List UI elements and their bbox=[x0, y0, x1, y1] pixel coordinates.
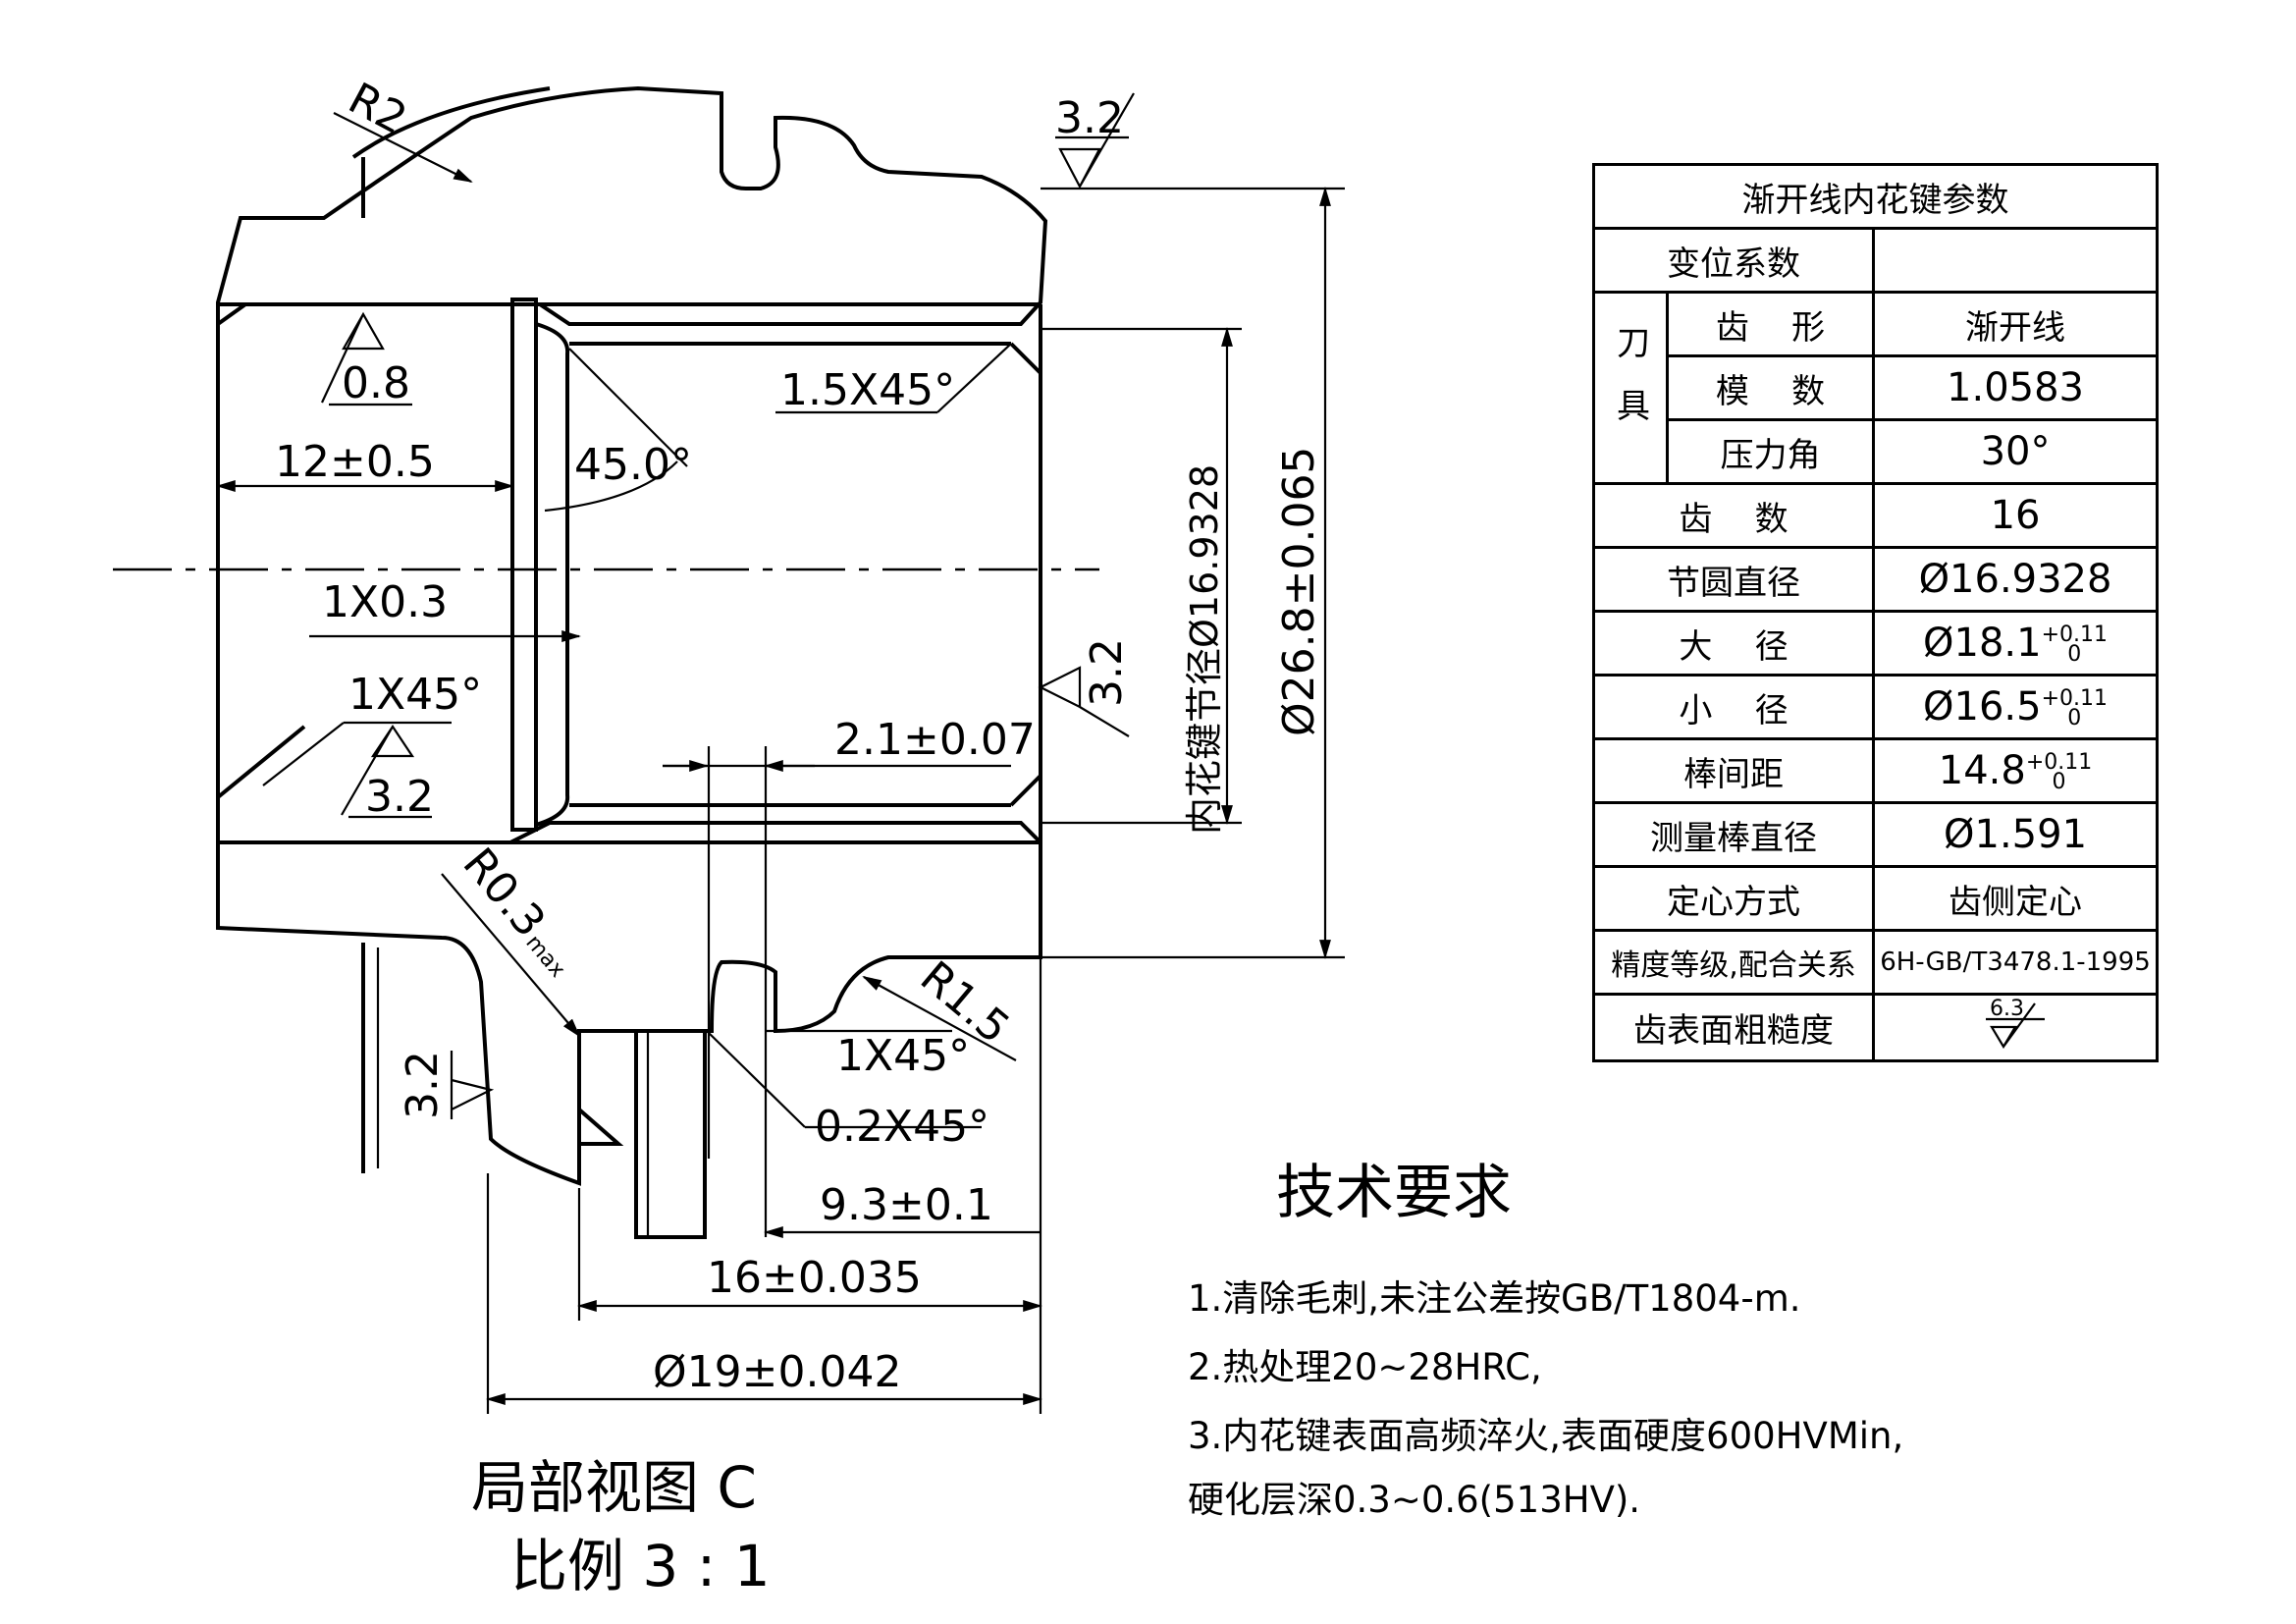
row-label: 模 数 bbox=[1666, 354, 1875, 421]
table-row: 测量棒直径 Ø1.591 bbox=[1592, 801, 2160, 868]
dim-21: 2.1±0.07 bbox=[834, 715, 1036, 765]
table-row: 模 数 1.0583 bbox=[1594, 354, 2160, 421]
table-row: 精度等级,配合关系 6H-GB/T3478.1-1995 bbox=[1592, 929, 2160, 996]
dim-outer-dia: Ø26.8±0.065 bbox=[1274, 447, 1324, 736]
row-label: 节圆直径 bbox=[1592, 546, 1875, 613]
view-scale: 比例 3 : 1 bbox=[510, 1533, 771, 1599]
row-label: 齿 数 bbox=[1592, 482, 1875, 549]
tol-lower: 0 bbox=[2067, 642, 2082, 667]
requirement-1: 1.清除毛刺,未注公差按GB/T1804-m. bbox=[1188, 1277, 1801, 1320]
view-title: 局部视图 C bbox=[471, 1454, 757, 1521]
rough-08-label: 0.8 bbox=[342, 358, 410, 408]
rough-32-left: 3.2 bbox=[365, 772, 434, 822]
dim-19: Ø19±0.042 bbox=[653, 1347, 901, 1397]
value-main: 14.8 bbox=[1938, 748, 2026, 793]
lower-wall bbox=[216, 821, 1042, 1186]
row-value: Ø16.9328 bbox=[1871, 546, 2160, 613]
row-value: Ø1.591 bbox=[1871, 801, 2160, 868]
dim-chamfer15: 1.5X45° bbox=[780, 365, 955, 415]
table-row: 齿表面粗糙度 6.3 bbox=[1592, 993, 2160, 1062]
row-value: 渐开线 bbox=[1871, 291, 2160, 357]
row-value: 16 bbox=[1871, 482, 2160, 549]
row-label: 齿 形 bbox=[1666, 291, 1875, 357]
row-value: 30° bbox=[1871, 418, 2160, 485]
group-label-tool: 刀具 bbox=[1592, 291, 1669, 485]
dim-1x03: 1X0.3 bbox=[322, 577, 448, 627]
table-row: 齿 数 16 bbox=[1592, 482, 2160, 549]
row-value: 1.0583 bbox=[1871, 354, 2160, 421]
requirement-4: 硬化层深0.3~0.6(513HV). bbox=[1188, 1479, 1640, 1521]
row-label: 棒间距 bbox=[1592, 737, 1875, 804]
dim-1x45-bottom: 1X45° bbox=[836, 1031, 970, 1081]
dim-16: 16±0.035 bbox=[707, 1253, 922, 1303]
row-label: 定心方式 bbox=[1592, 865, 1875, 932]
spline-parameter-table: 渐开线内花键参数 变位系数 刀具 齿 形 渐开线 模 数 1.0583 压力角 … bbox=[1591, 163, 2160, 1062]
dim-1x45: 1X45° bbox=[348, 670, 482, 720]
table-row: 变位系数 bbox=[1592, 227, 2160, 294]
requirement-2: 2.热处理20~28HRC, bbox=[1188, 1346, 1542, 1388]
requirement-3: 3.内花键表面高频淬火,表面硬度600HVMin, bbox=[1188, 1415, 1903, 1457]
dim-pitch-dia: 内花键节径Ø16.9328 bbox=[1183, 464, 1226, 835]
technical-requirements: 技术要求 1.清除毛刺,未注公差按GB/T1804-m. 2.热处理20~28H… bbox=[1188, 1159, 1903, 1521]
row-label: 小 径 bbox=[1592, 674, 1875, 740]
row-value: 6.3 bbox=[1871, 993, 2160, 1062]
row-label: 齿表面粗糙度 bbox=[1592, 993, 1875, 1062]
tol-lower: 0 bbox=[2052, 770, 2066, 794]
table-row: 节圆直径 Ø16.9328 bbox=[1592, 546, 2160, 613]
rough-top-label: 3.2 bbox=[1055, 93, 1124, 143]
row-label: 变位系数 bbox=[1592, 227, 1875, 294]
table-row: 压力角 30° bbox=[1594, 418, 2160, 485]
roughness-symbol: 6.3 bbox=[1986, 997, 2046, 1050]
row-label: 大 径 bbox=[1592, 610, 1875, 677]
row-value: 6H-GB/T3478.1-1995 bbox=[1871, 929, 2160, 996]
dim-12: 12±0.5 bbox=[275, 437, 435, 487]
rough-32-bottom: 3.2 bbox=[398, 1051, 448, 1119]
tol-upper: +0.11 bbox=[2041, 686, 2108, 711]
row-value: 齿侧定心 bbox=[1871, 865, 2160, 932]
dim-angle45: 45.0° bbox=[574, 440, 692, 490]
tol-upper: +0.11 bbox=[2041, 623, 2108, 647]
row-value bbox=[1871, 227, 2160, 294]
dim-93: 9.3±0.1 bbox=[820, 1180, 993, 1230]
roughness-value: 6.3 bbox=[1990, 997, 2024, 1021]
tol-lower: 0 bbox=[2067, 706, 2082, 731]
table-row: 定心方式 齿侧定心 bbox=[1592, 865, 2160, 932]
dim-02x45: 0.2X45° bbox=[815, 1102, 989, 1152]
requirements-title: 技术要求 bbox=[1276, 1159, 1512, 1227]
rough-32-right: 3.2 bbox=[1082, 638, 1132, 707]
value-main: Ø16.5 bbox=[1923, 684, 2042, 730]
value-main: Ø18.1 bbox=[1923, 621, 2042, 666]
upper-wall bbox=[216, 85, 1048, 326]
table-row: 刀具 齿 形 渐开线 bbox=[1592, 291, 2160, 485]
row-label: 精度等级,配合关系 bbox=[1592, 929, 1875, 996]
dimension-annotations: R2 3.2 0.8 12±0.5 45.0° 1.5X45° 1X0.3 1X… bbox=[216, 74, 1345, 1414]
table-title: 渐开线内花键参数 bbox=[1591, 163, 2160, 230]
row-label: 压力角 bbox=[1666, 418, 1875, 485]
row-label: 测量棒直径 bbox=[1592, 801, 1875, 868]
tol-upper: +0.11 bbox=[2025, 750, 2093, 775]
section-view bbox=[113, 85, 1099, 1239]
dim-r2: R2 bbox=[341, 74, 415, 145]
